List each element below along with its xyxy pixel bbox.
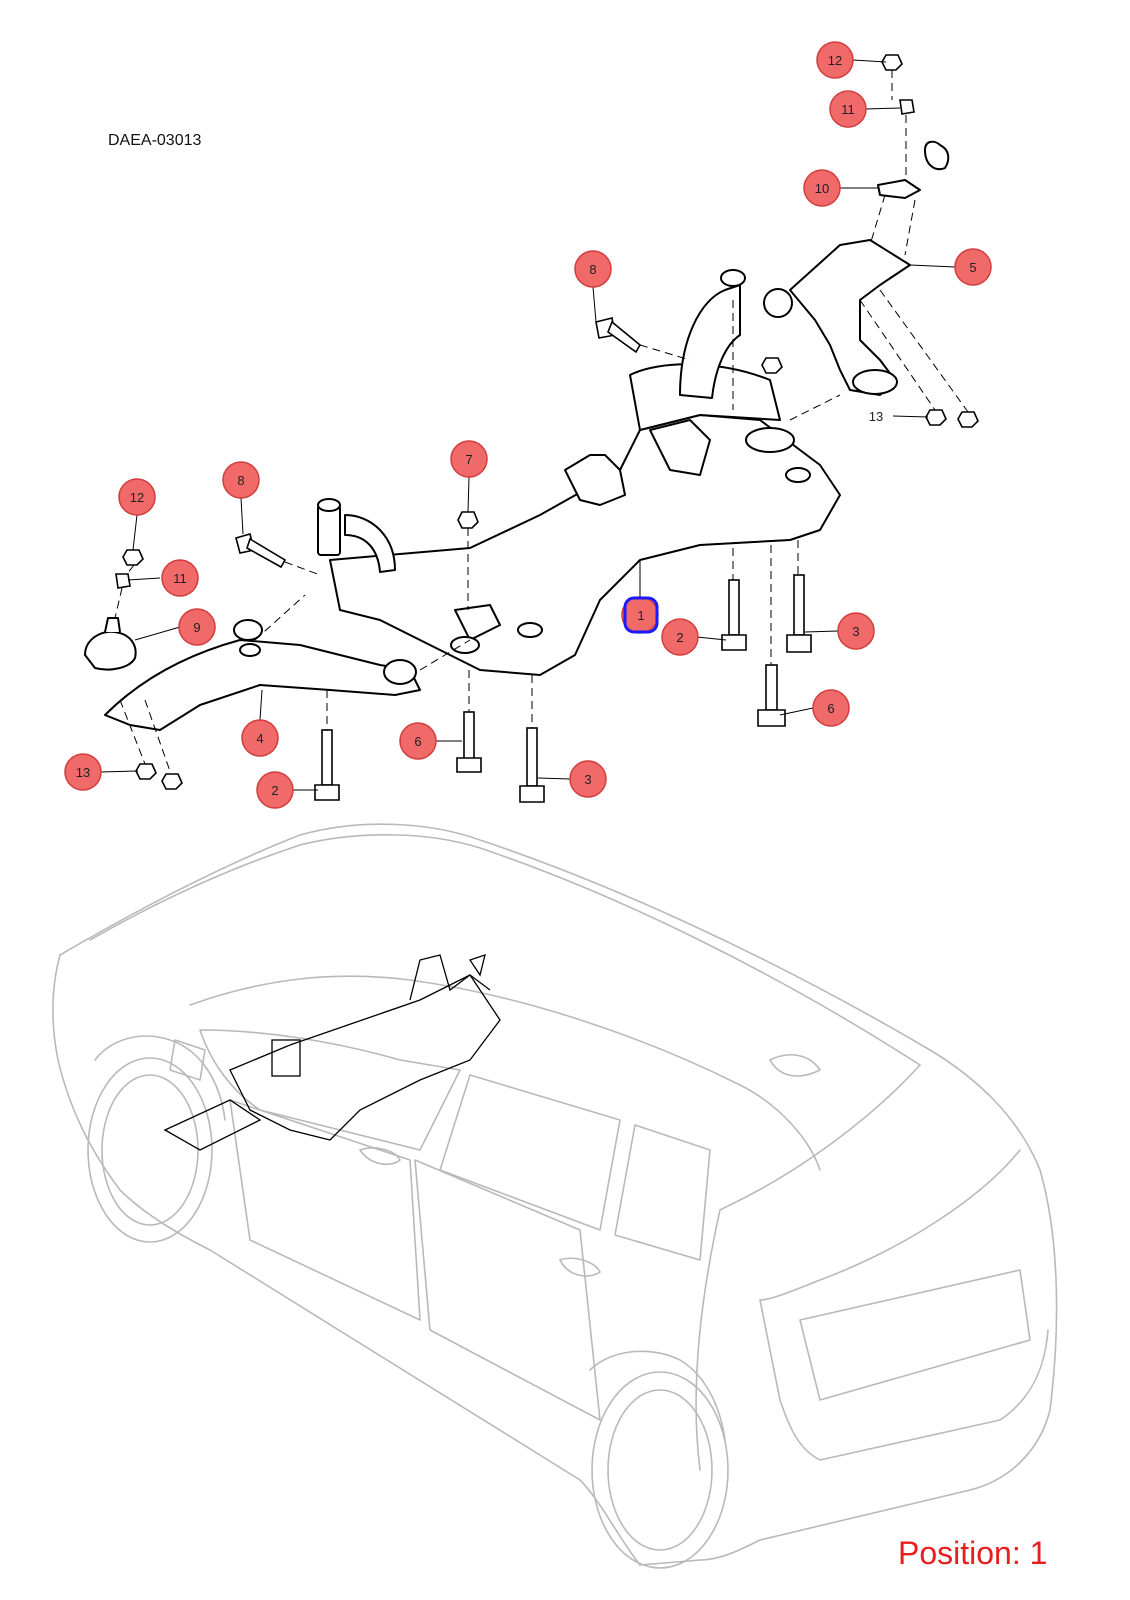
- svg-text:1: 1: [637, 608, 644, 623]
- svg-text:13: 13: [869, 409, 883, 424]
- nut-center: [761, 357, 783, 374]
- bolt-8-left: [235, 533, 287, 569]
- alignment-lines: [114, 70, 969, 775]
- svg-text:4: 4: [256, 731, 263, 746]
- bolt-8-right: [595, 317, 642, 354]
- diagram-code: DAEA-03013: [108, 132, 202, 149]
- front-subframe: [317, 269, 841, 676]
- callout-13-left[interactable]: 13: [64, 753, 102, 791]
- callout-2-right[interactable]: 2: [661, 618, 699, 656]
- nut-13-d: [161, 773, 183, 790]
- callout-6-right[interactable]: 6: [812, 689, 850, 727]
- svg-text:5: 5: [969, 260, 976, 275]
- callout-9[interactable]: 9: [178, 608, 216, 646]
- svg-text:9: 9: [193, 620, 200, 635]
- right-lower-control-arm: [763, 140, 950, 396]
- nut-12-top: [881, 54, 903, 71]
- bolt-11-top: [899, 99, 915, 115]
- svg-text:11: 11: [173, 571, 187, 586]
- leader-lines: [99, 59, 956, 791]
- svg-text:2: 2: [676, 630, 683, 645]
- bolt-2-left: [314, 729, 340, 801]
- svg-text:6: 6: [827, 701, 834, 716]
- left-lower-control-arm: [84, 617, 421, 731]
- callout-3-right[interactable]: 3: [837, 612, 875, 650]
- svg-text:12: 12: [828, 53, 842, 68]
- callout-8-left[interactable]: 8: [222, 461, 260, 499]
- callout-11-top[interactable]: 11: [829, 90, 867, 128]
- bolt-3-right: [786, 574, 812, 653]
- callout-1-selected[interactable]: 1: [621, 596, 659, 634]
- nut-13-a: [925, 409, 947, 426]
- callout-8-right[interactable]: 8: [574, 250, 612, 288]
- svg-text:3: 3: [852, 624, 859, 639]
- callout-12-left[interactable]: 12: [118, 478, 156, 516]
- svg-text:10: 10: [815, 181, 829, 196]
- svg-text:3: 3: [584, 772, 591, 787]
- svg-text:11: 11: [841, 102, 855, 117]
- bolt-6-right: [757, 664, 786, 727]
- callout-12-top[interactable]: 12: [816, 41, 854, 79]
- callout-13-right[interactable]: 13: [869, 409, 883, 424]
- callout-7[interactable]: 7: [450, 440, 488, 478]
- callout-2-left[interactable]: 2: [256, 771, 294, 809]
- position-label: Position: 1: [898, 1535, 1048, 1571]
- svg-text:6: 6: [414, 734, 421, 749]
- callout-6-left[interactable]: 6: [399, 722, 437, 760]
- bolt-2-right: [721, 579, 747, 651]
- svg-text:2: 2: [271, 783, 278, 798]
- vehicle-outline: [52, 823, 1058, 1569]
- nut-13-c: [135, 763, 157, 780]
- svg-text:13: 13: [76, 765, 90, 780]
- callout-10[interactable]: 10: [803, 169, 841, 207]
- callout-3-left[interactable]: 3: [569, 760, 607, 798]
- callout-11-left[interactable]: 11: [161, 559, 199, 597]
- bolt-11-left: [115, 573, 131, 589]
- nut-12-left: [122, 549, 144, 566]
- bolt-6-left: [456, 711, 482, 773]
- svg-text:8: 8: [237, 473, 244, 488]
- callout-markers: 12 11 10 5 8 13 7 8 12: [64, 41, 992, 809]
- callout-5[interactable]: 5: [954, 248, 992, 286]
- nut-13-b: [957, 411, 979, 428]
- nut-7: [457, 511, 479, 529]
- bolt-3-left: [519, 727, 545, 803]
- svg-text:8: 8: [589, 262, 596, 277]
- svg-text:7: 7: [465, 452, 472, 467]
- callout-4[interactable]: 4: [241, 719, 279, 757]
- svg-text:12: 12: [130, 490, 144, 505]
